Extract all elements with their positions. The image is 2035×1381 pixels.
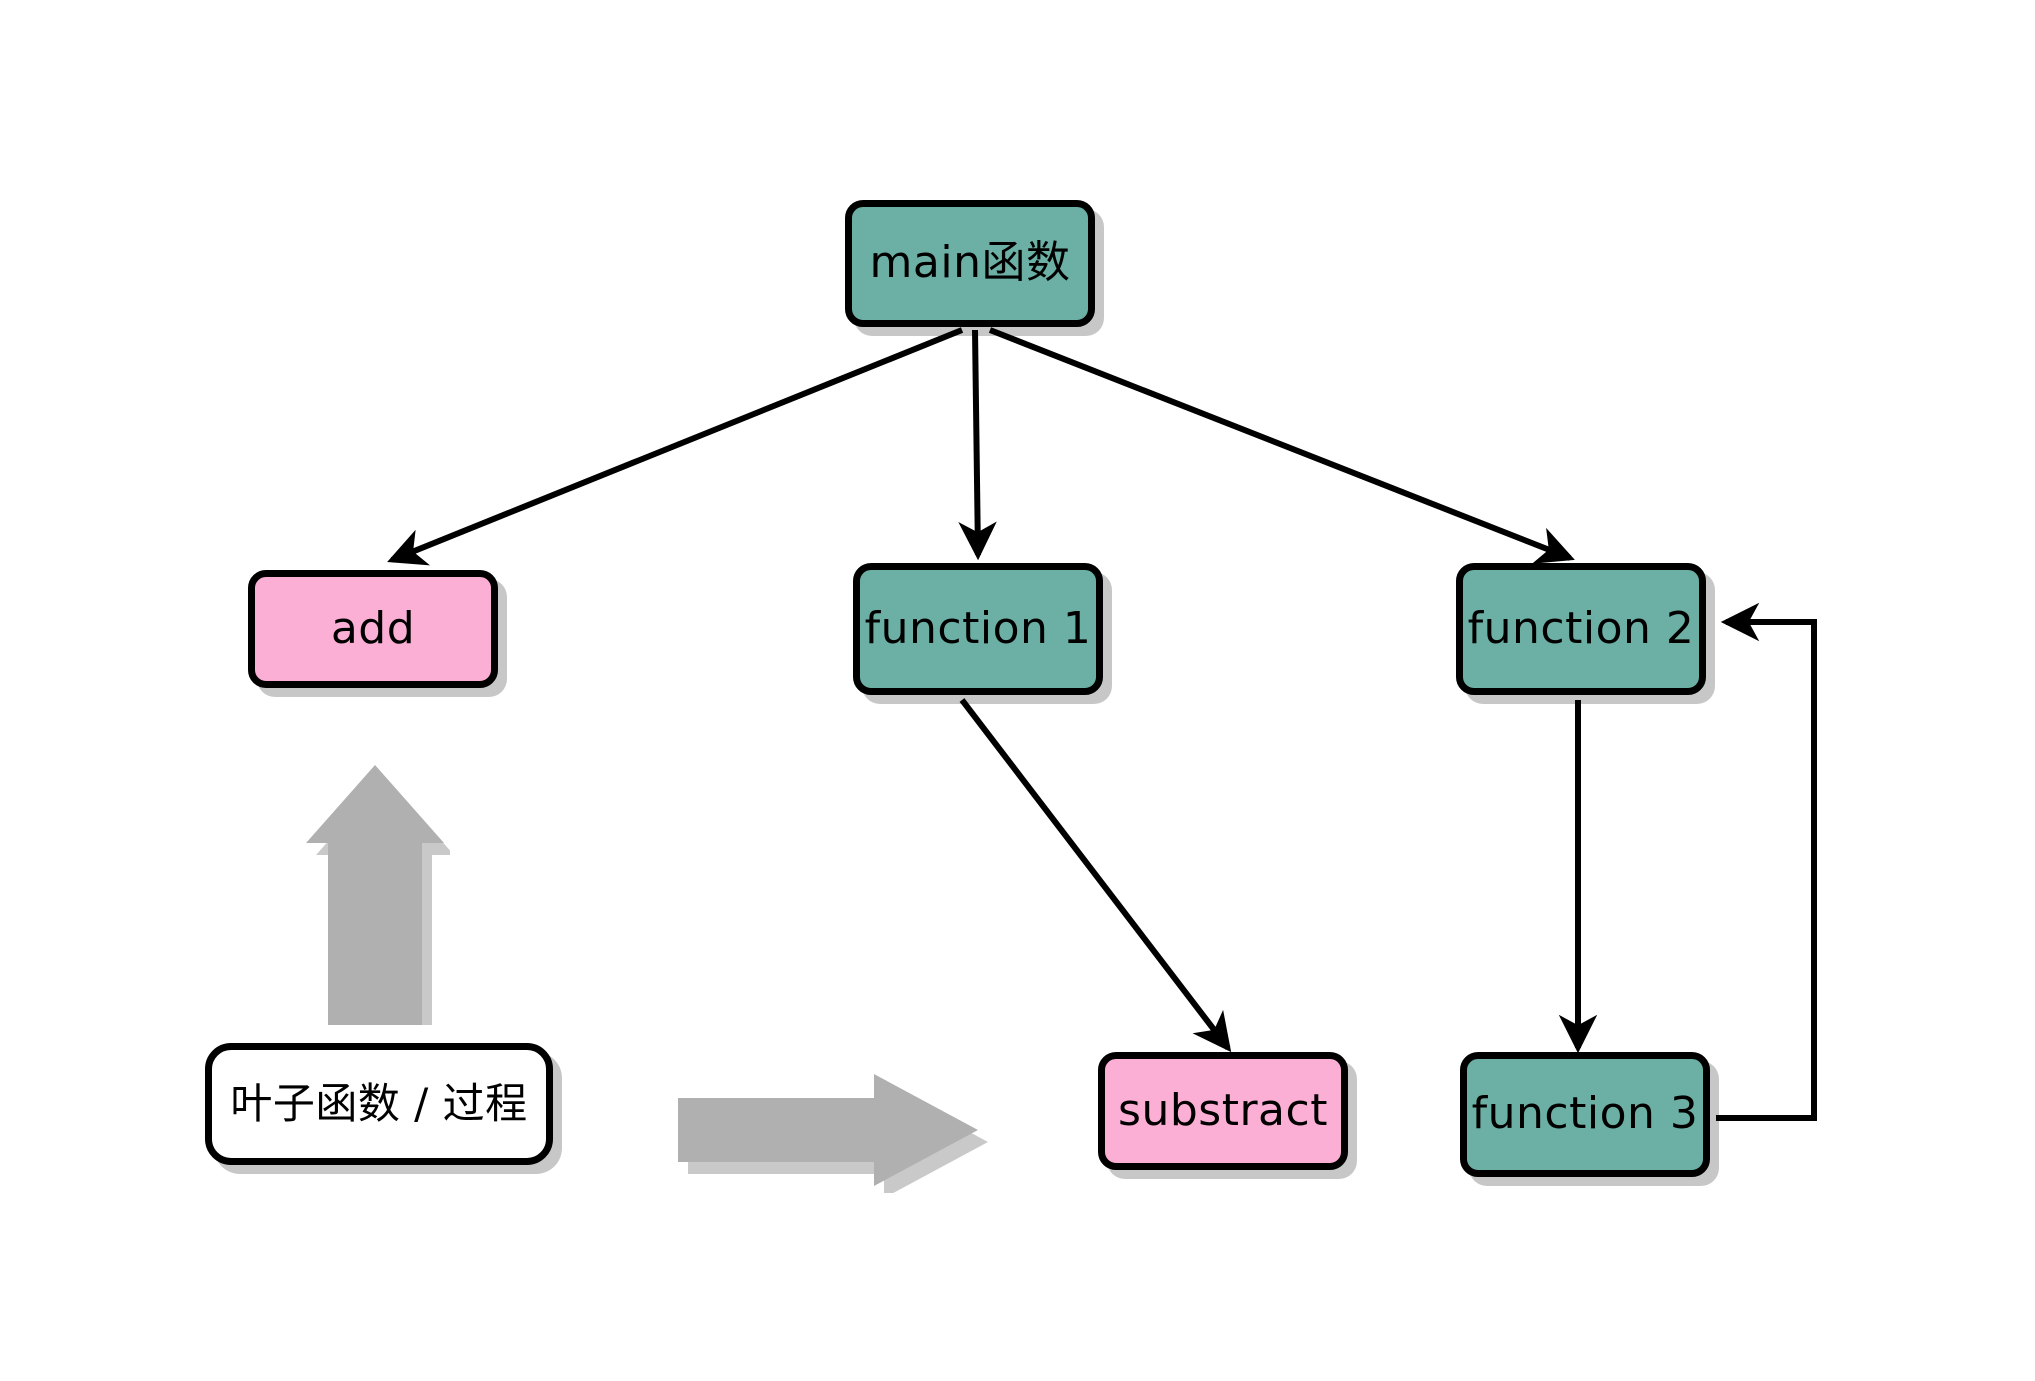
legend-leaf-function-box[interactable]: 叶子函数 / 过程 bbox=[205, 1043, 553, 1165]
edge-function3-to-function2-feedback bbox=[1716, 602, 1817, 1121]
node-function3[interactable]: function 3 bbox=[1460, 1052, 1710, 1177]
edge-main-to-function1 bbox=[958, 329, 997, 561]
node-function1-label: function 1 bbox=[864, 602, 1092, 654]
node-main[interactable]: main函数 bbox=[845, 200, 1095, 327]
legend-leaf-function-label: 叶子函数 / 过程 bbox=[230, 1078, 528, 1128]
node-substract-label: substract bbox=[1118, 1084, 1328, 1136]
node-add[interactable]: add bbox=[248, 570, 498, 688]
node-add-label: add bbox=[330, 602, 416, 654]
node-substract[interactable]: substract bbox=[1098, 1052, 1348, 1170]
edge-main-to-function2 bbox=[988, 327, 1575, 564]
node-function2[interactable]: function 2 bbox=[1456, 563, 1706, 695]
node-function2-label: function 2 bbox=[1467, 602, 1695, 654]
block-arrow-up-icon bbox=[300, 735, 450, 1025]
node-function1[interactable]: function 1 bbox=[853, 563, 1103, 695]
edge-function1-to-substract bbox=[959, 698, 1232, 1053]
edge-main-to-add bbox=[387, 327, 964, 566]
node-main-label: main函数 bbox=[869, 237, 1071, 289]
node-function3-label: function 3 bbox=[1471, 1088, 1699, 1140]
block-arrow-right-icon bbox=[678, 1068, 988, 1193]
